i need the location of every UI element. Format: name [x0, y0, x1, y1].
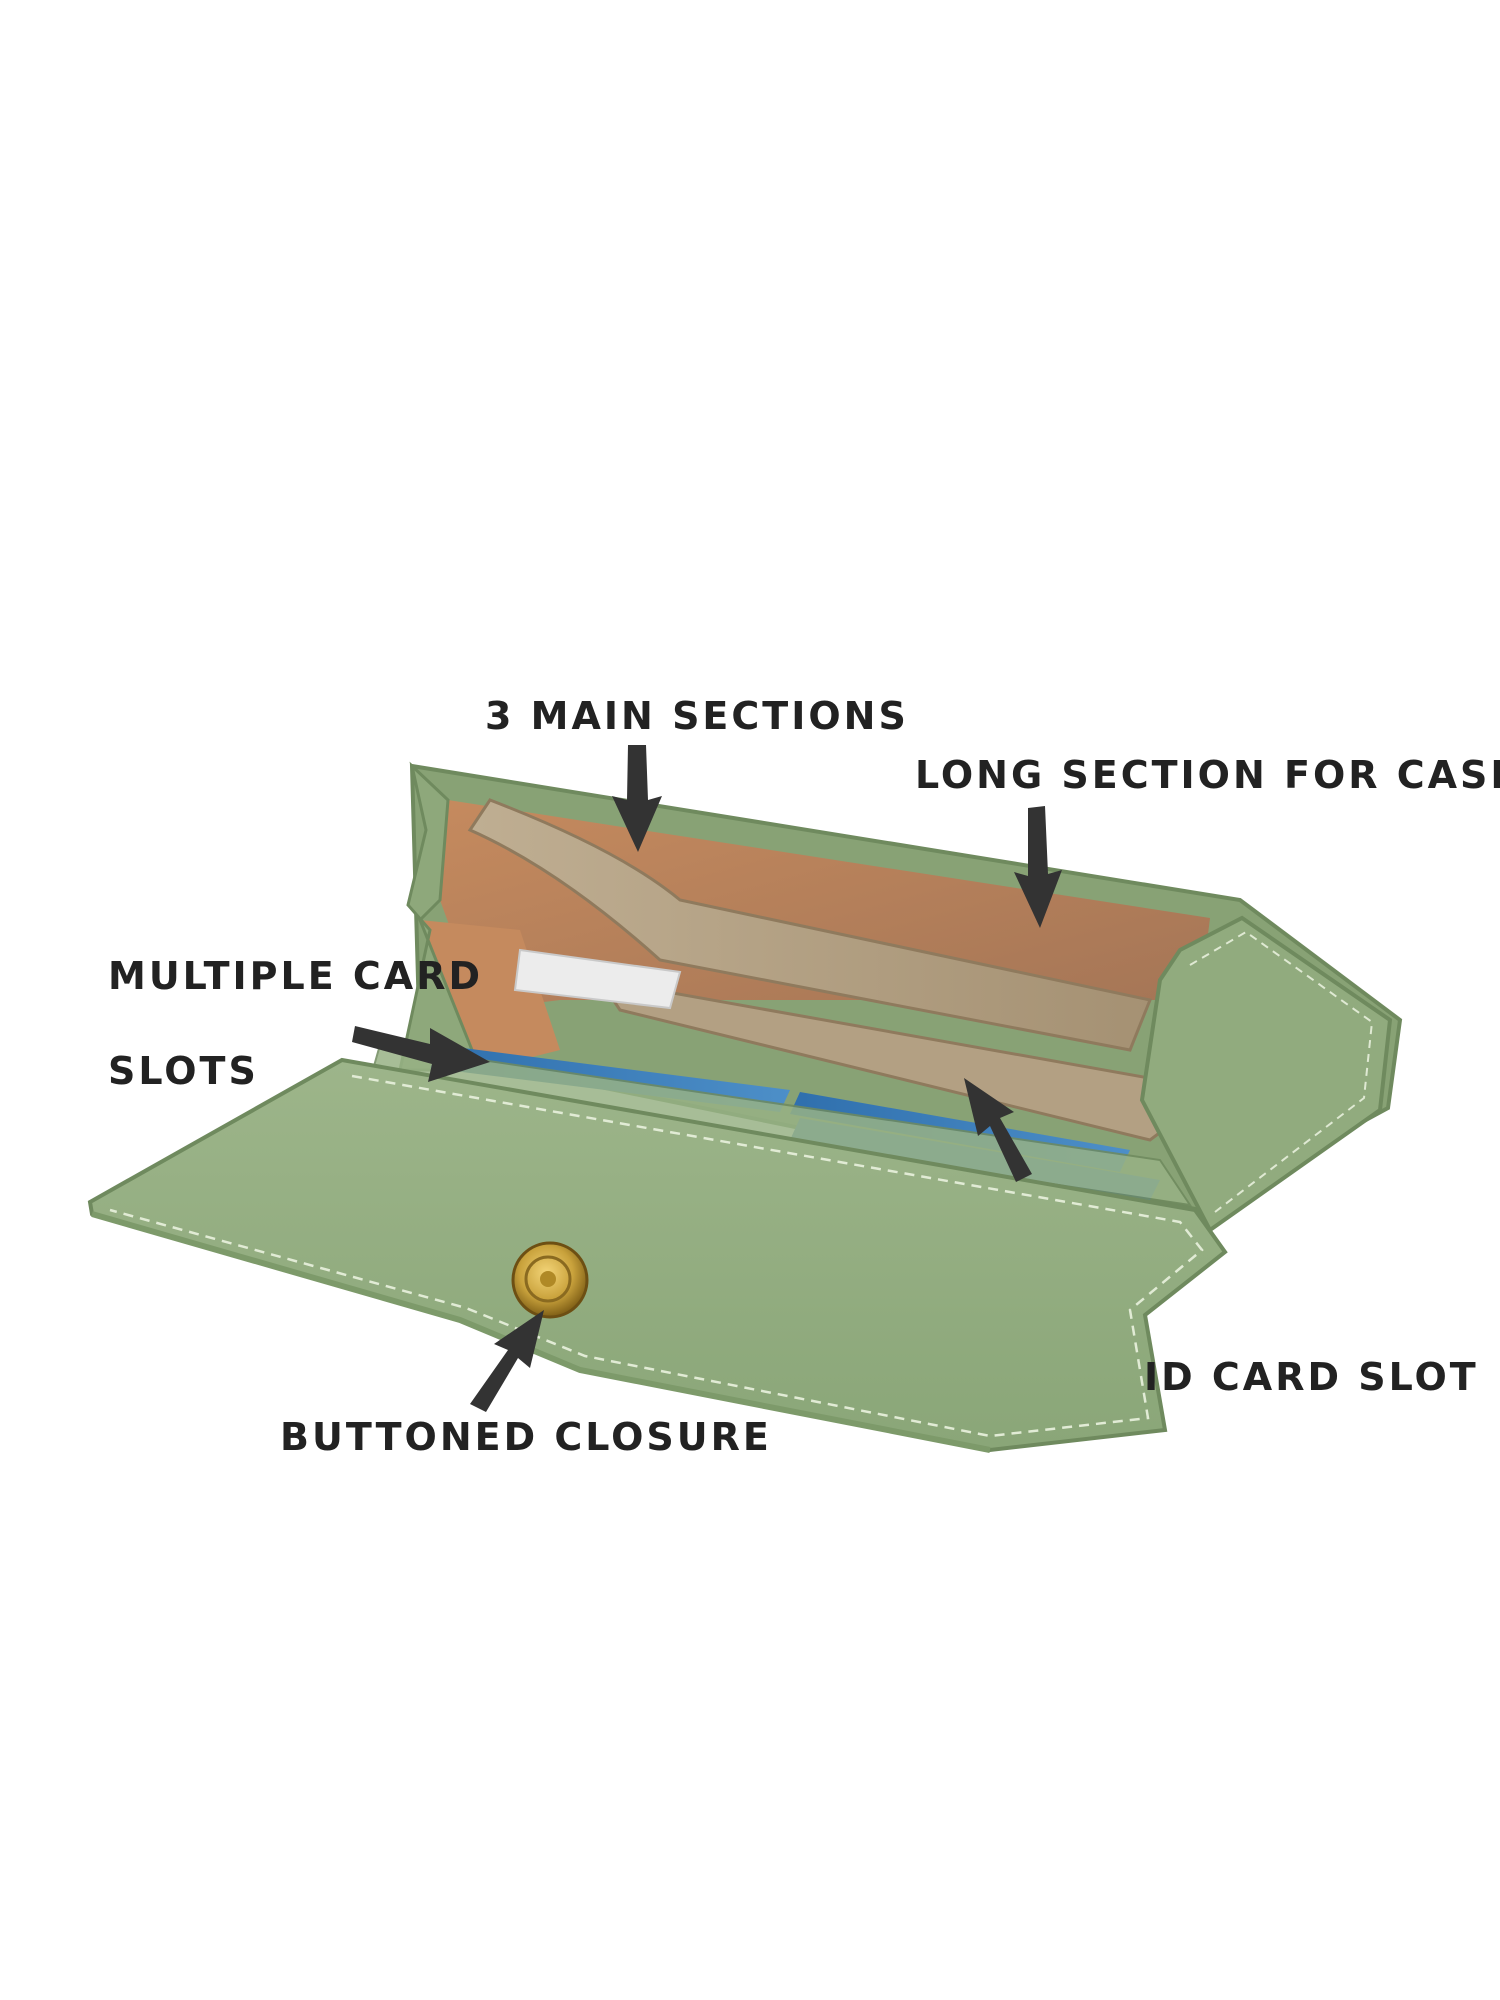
- arrow-id-slot-icon: [964, 1078, 1032, 1182]
- arrow-main-sections-icon: [612, 745, 662, 852]
- front-flap-stitching: [109, 1074, 1204, 1438]
- arrow-closure-icon: [470, 1310, 544, 1412]
- button-inner-ring: [524, 1255, 572, 1303]
- divider-section-1: [467, 798, 1153, 1052]
- right-flap-stitching: [1189, 930, 1374, 1213]
- label-id-slot: ID CARD SLOT: [1144, 1355, 1479, 1399]
- arrow-long-section-icon: [1014, 806, 1062, 928]
- label-main-sections: 3 MAIN SECTIONS: [485, 694, 909, 738]
- right-end-flap: [1139, 915, 1393, 1233]
- label-card-slots-line1: MULTIPLE CARD: [108, 954, 484, 998]
- label-closure: BUTTONED CLOSURE: [280, 1415, 772, 1459]
- label-card-slots-line2: SLOTS: [108, 1049, 259, 1093]
- arrow-card-slots-icon: [352, 1026, 490, 1082]
- label-long-section: LONG SECTION FOR CASH: [915, 753, 1500, 797]
- button-center: [540, 1271, 556, 1287]
- receipt: [513, 948, 682, 1010]
- arrow-icon: [352, 745, 1062, 1412]
- lining: [440, 800, 1210, 1010]
